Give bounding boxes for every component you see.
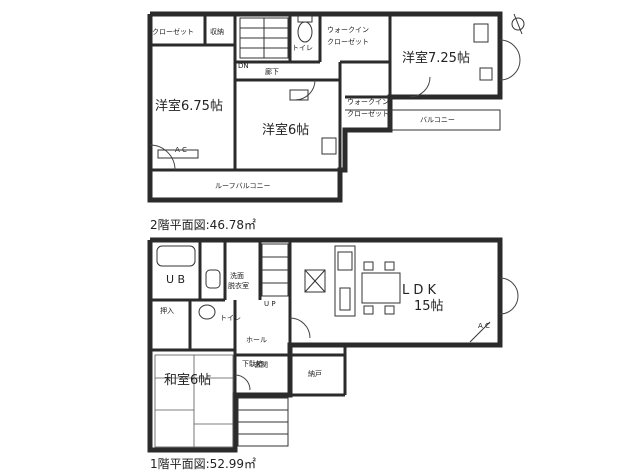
label-closet-2f: クローゼット: [152, 27, 194, 36]
label-shoebox: 下駄箱: [242, 359, 263, 368]
toilet-fixture-2f: [297, 15, 313, 43]
room-ldk-size: 15帖: [414, 299, 444, 314]
label-roof-balcony: ルーフバルコニー: [215, 182, 270, 190]
label-hallway-2f: 廊下: [265, 67, 279, 76]
room-western-6: 洋室6帖: [262, 122, 309, 138]
room-western-675: 洋室6.75帖: [155, 98, 223, 114]
label-wic2-line2: クローゼット: [347, 109, 389, 118]
kitchen-counter: [334, 245, 356, 317]
room-japanese: 和室6帖: [164, 372, 211, 388]
bathtub: [156, 245, 196, 267]
dining-table: [361, 272, 401, 304]
room-ldk: L D K: [402, 283, 437, 298]
compass-icon: [511, 13, 525, 35]
label-wic1-line2: クローゼット: [327, 37, 369, 46]
label-ac-1f: A C: [478, 322, 490, 330]
label-oshiire: 押入: [160, 306, 174, 315]
label-toilet-1f: トイレ: [220, 314, 241, 322]
toilet-fixture-1f: [198, 304, 216, 320]
label-up: U P: [264, 300, 276, 308]
floor-1-plan: [147, 237, 519, 453]
label-toilet-2f: トイレ: [292, 44, 313, 52]
label-ub: U B: [166, 273, 185, 286]
ac-unit: [157, 149, 199, 159]
label-entrance: 玄関: [254, 360, 268, 369]
label-washroom-line2: 脱衣室: [228, 281, 249, 290]
caption-floor-2: 2階平面図:46.78㎡: [150, 217, 256, 232]
label-storeroom: 納戸: [308, 369, 322, 378]
caption-floor-1: 1階平面図:52.99㎡: [150, 456, 256, 471]
label-wic2-line1: ウォークイン: [347, 98, 389, 106]
label-storage-2f: 収納: [210, 27, 224, 36]
label-ac-2f: A C: [175, 146, 187, 154]
label-balcony: バルコニー: [420, 116, 455, 124]
stairs-1f: [261, 243, 289, 297]
floor-2-plan: [147, 11, 525, 203]
washbasin: [205, 269, 221, 289]
label-dn: DN: [238, 62, 249, 70]
room-western-725: 洋室7.25帖: [402, 50, 470, 66]
floor-2-outer-wall: [147, 11, 503, 203]
stairs-2f: [239, 17, 289, 59]
label-washroom-line1: 洗面: [230, 271, 244, 280]
tatami-room: [154, 354, 234, 448]
label-wic1-line1: ウォークイン: [327, 26, 369, 34]
refrigerator: [304, 269, 326, 293]
label-hall: ホール: [246, 336, 267, 344]
